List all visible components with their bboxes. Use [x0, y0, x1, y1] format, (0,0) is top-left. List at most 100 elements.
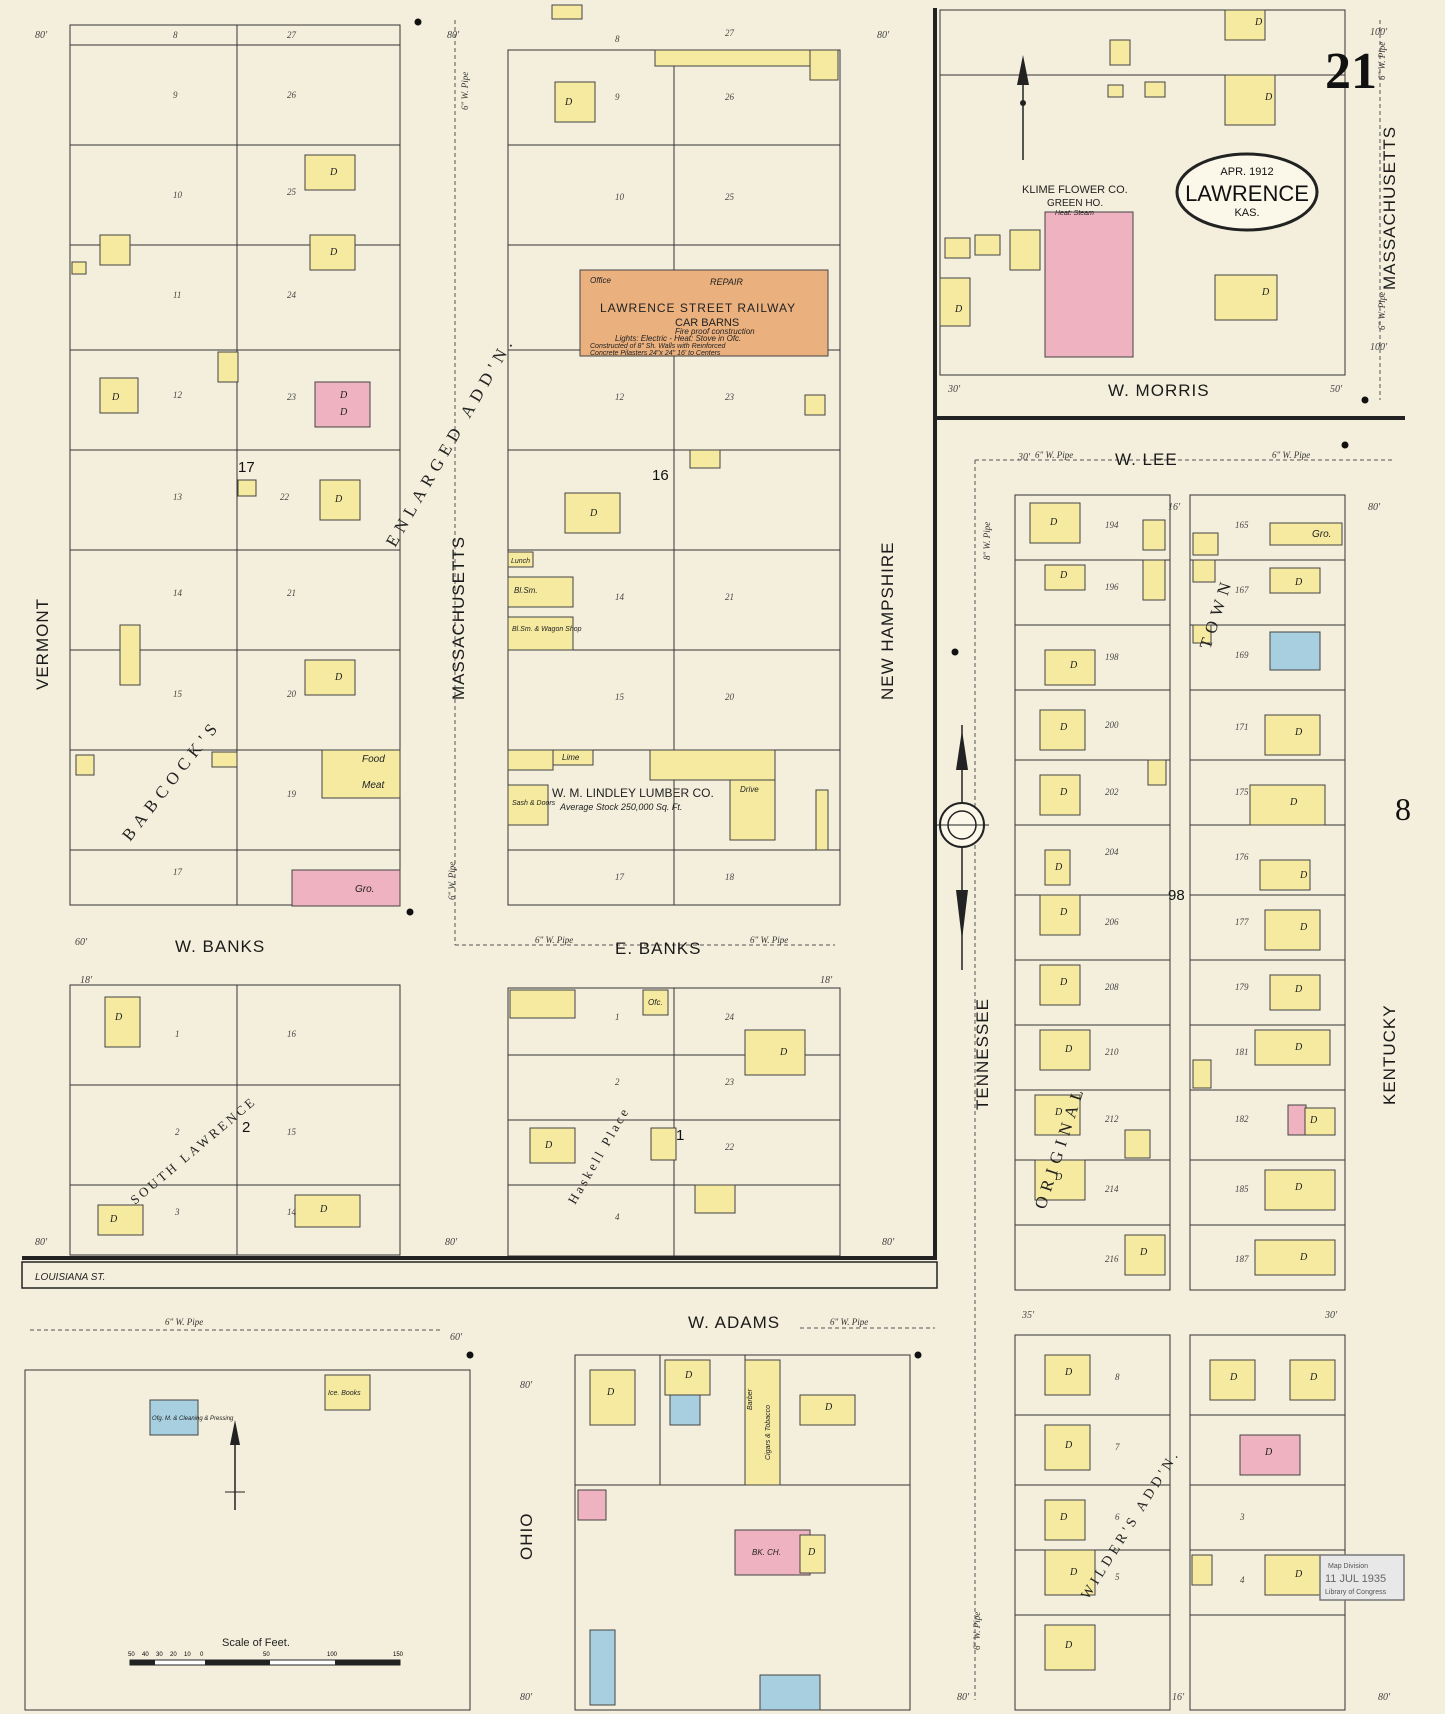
svg-text:21: 21 — [725, 592, 734, 602]
street-vermont: VERMONT — [33, 598, 52, 690]
svg-text:214: 214 — [1105, 1184, 1119, 1194]
label-blsm: Bl.Sm. — [514, 586, 538, 595]
svg-text:D: D — [1059, 907, 1068, 918]
svg-text:D: D — [1064, 1367, 1073, 1378]
svg-text:D: D — [334, 672, 343, 683]
svg-text:D: D — [1064, 1440, 1073, 1451]
svg-text:D: D — [329, 247, 338, 258]
svg-text:D: D — [1054, 1172, 1063, 1183]
svg-text:7: 7 — [1115, 1442, 1120, 1452]
svg-text:D: D — [334, 494, 343, 505]
svg-text:D: D — [1264, 92, 1273, 103]
svg-text:13: 13 — [173, 492, 183, 502]
svg-text:6: 6 — [1115, 1512, 1120, 1522]
railway-subtitle: CAR BARNS — [675, 317, 739, 329]
svg-text:D: D — [1064, 1640, 1073, 1651]
svg-text:165: 165 — [1235, 520, 1249, 530]
svg-text:6" W. Pipe: 6" W. Pipe — [972, 1612, 982, 1650]
svg-text:8: 8 — [173, 30, 178, 40]
svg-text:D: D — [1069, 1567, 1078, 1578]
label-lunch: Lunch — [511, 558, 530, 565]
library-of-congress-stamp: Map Division 11 JUL 1935 Library of Cong… — [1319, 1554, 1405, 1601]
svg-text:D: D — [1289, 797, 1298, 808]
street-w-banks: W. BANKS — [175, 937, 265, 956]
svg-text:14: 14 — [615, 592, 625, 602]
svg-text:187: 187 — [1235, 1254, 1249, 1264]
svg-text:80': 80' — [882, 1237, 895, 1248]
svg-text:9: 9 — [173, 90, 178, 100]
svg-text:D: D — [1309, 1372, 1318, 1383]
flower-block-outline — [939, 9, 1346, 376]
svg-text:8: 8 — [1115, 1372, 1120, 1382]
dimension-labels: 80' 80' 80' 60' 80' 80' 80' 30' 50' 100'… — [35, 27, 1391, 1703]
svg-text:D: D — [1069, 660, 1078, 671]
flower-block-buildings — [939, 9, 1278, 358]
svg-text:50: 50 — [128, 1652, 135, 1658]
street-w-lee: W. LEE — [1115, 450, 1178, 469]
svg-text:19: 19 — [287, 789, 297, 799]
svg-text:D: D — [1064, 1044, 1073, 1055]
label-ofc: Ofc. — [648, 998, 663, 1007]
svg-text:Map Division: Map Division — [1328, 1563, 1368, 1570]
adams-block-outline — [574, 1354, 911, 1711]
south-blocks-buildings — [97, 989, 806, 1236]
svg-text:10: 10 — [615, 192, 625, 202]
wilders-buildings — [1044, 1354, 1336, 1671]
svg-text:3: 3 — [174, 1207, 180, 1217]
svg-text:100': 100' — [1370, 27, 1388, 38]
svg-text:212: 212 — [1105, 1114, 1119, 1124]
svg-text:24: 24 — [287, 290, 297, 300]
svg-text:150: 150 — [393, 1652, 404, 1658]
svg-text:100': 100' — [1370, 342, 1388, 353]
street-ohio: OHIO — [517, 1513, 536, 1560]
svg-text:D: D — [1294, 984, 1303, 995]
svg-text:80': 80' — [1368, 502, 1381, 513]
label-bk-ch: BK. CH. — [752, 1548, 781, 1557]
svg-text:26: 26 — [287, 90, 297, 100]
railway-repair: REPAIR — [710, 277, 743, 287]
svg-text:18: 18 — [725, 872, 735, 882]
svg-text:D: D — [1299, 1252, 1308, 1263]
svg-text:D: D — [684, 1370, 693, 1381]
svg-text:25: 25 — [725, 192, 735, 202]
svg-text:6" W. Pipe: 6" W. Pipe — [1035, 450, 1073, 460]
svg-text:15: 15 — [615, 692, 625, 702]
svg-text:11: 11 — [173, 290, 181, 300]
svg-text:D: D — [1294, 1182, 1303, 1193]
svg-text:D: D — [339, 390, 348, 401]
street-e-banks: E. BANKS — [615, 939, 701, 958]
svg-text:196: 196 — [1105, 582, 1119, 592]
railway-note-3: Constructed of 8" Sh. Walls with Reinfor… — [590, 343, 727, 350]
svg-text:6" W. Pipe: 6" W. Pipe — [1272, 450, 1310, 460]
svg-text:D: D — [1059, 787, 1068, 798]
svg-text:206: 206 — [1105, 917, 1119, 927]
svg-text:169: 169 — [1235, 650, 1249, 660]
svg-text:16': 16' — [1168, 502, 1181, 513]
flower-title: KLIME FLOWER CO. — [1022, 184, 1128, 196]
addition-south-lawrence: SOUTH LAWRENCE — [127, 1093, 259, 1207]
svg-text:23: 23 — [287, 392, 297, 402]
addition-town: TOWN — [1196, 574, 1237, 651]
adjoining-sheet-number: 8 — [1395, 791, 1411, 827]
street-louisiana: LOUISIANA ST. — [35, 1272, 105, 1283]
label-barber: Barber — [747, 1388, 754, 1410]
label-gro-2: Gro. — [1312, 529, 1331, 540]
svg-text:D: D — [1054, 1107, 1063, 1118]
svg-text:171: 171 — [1235, 722, 1249, 732]
wilders-block-east-outline — [1189, 1334, 1346, 1711]
block-98-buildings — [1029, 502, 1343, 1276]
svg-text:D: D — [1299, 870, 1308, 881]
sheet-number: 21 — [1325, 43, 1377, 100]
svg-text:194: 194 — [1105, 520, 1119, 530]
svg-text:22: 22 — [280, 492, 290, 502]
svg-text:D: D — [824, 1402, 833, 1413]
lumber-sash: Sash & Doors — [512, 800, 556, 807]
svg-text:179: 179 — [1235, 982, 1249, 992]
svg-text:12: 12 — [173, 390, 183, 400]
svg-text:100: 100 — [327, 1652, 338, 1658]
svg-text:6" W. Pipe: 6" W. Pipe — [460, 72, 470, 110]
svg-text:D: D — [109, 1214, 118, 1225]
